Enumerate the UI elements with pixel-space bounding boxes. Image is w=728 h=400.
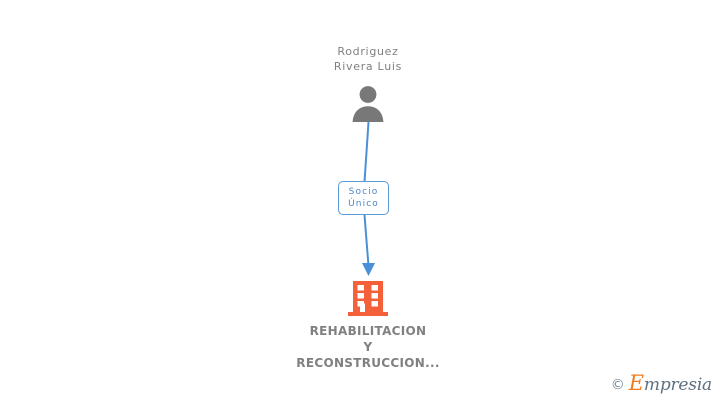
person-avatar-glyph bbox=[352, 86, 384, 122]
watermark: © Empresia bbox=[610, 373, 712, 395]
person-avatar-icon[interactable] bbox=[348, 82, 388, 122]
connector-person-to-label bbox=[363, 121, 370, 183]
brand-logo: Empresia bbox=[629, 373, 712, 395]
building-icon[interactable] bbox=[347, 281, 389, 317]
building-glyph bbox=[348, 281, 388, 316]
relation-label-socio-unico[interactable]: Socio Único bbox=[338, 181, 389, 215]
person-name-label: Rodriguez Rivera Luis bbox=[333, 45, 403, 73]
connector-label-to-company bbox=[363, 214, 370, 267]
arrow-head-icon bbox=[362, 263, 375, 276]
relation-label-line1: Socio bbox=[348, 187, 379, 197]
brand-rest: mpresia bbox=[643, 375, 712, 395]
relation-label-line2: Único bbox=[348, 199, 379, 209]
copyright-icon: © bbox=[610, 376, 625, 393]
company-name-label: REHABILITACION Y RECONSTRUCCION... bbox=[296, 324, 440, 370]
brand-initial: E bbox=[628, 371, 644, 395]
